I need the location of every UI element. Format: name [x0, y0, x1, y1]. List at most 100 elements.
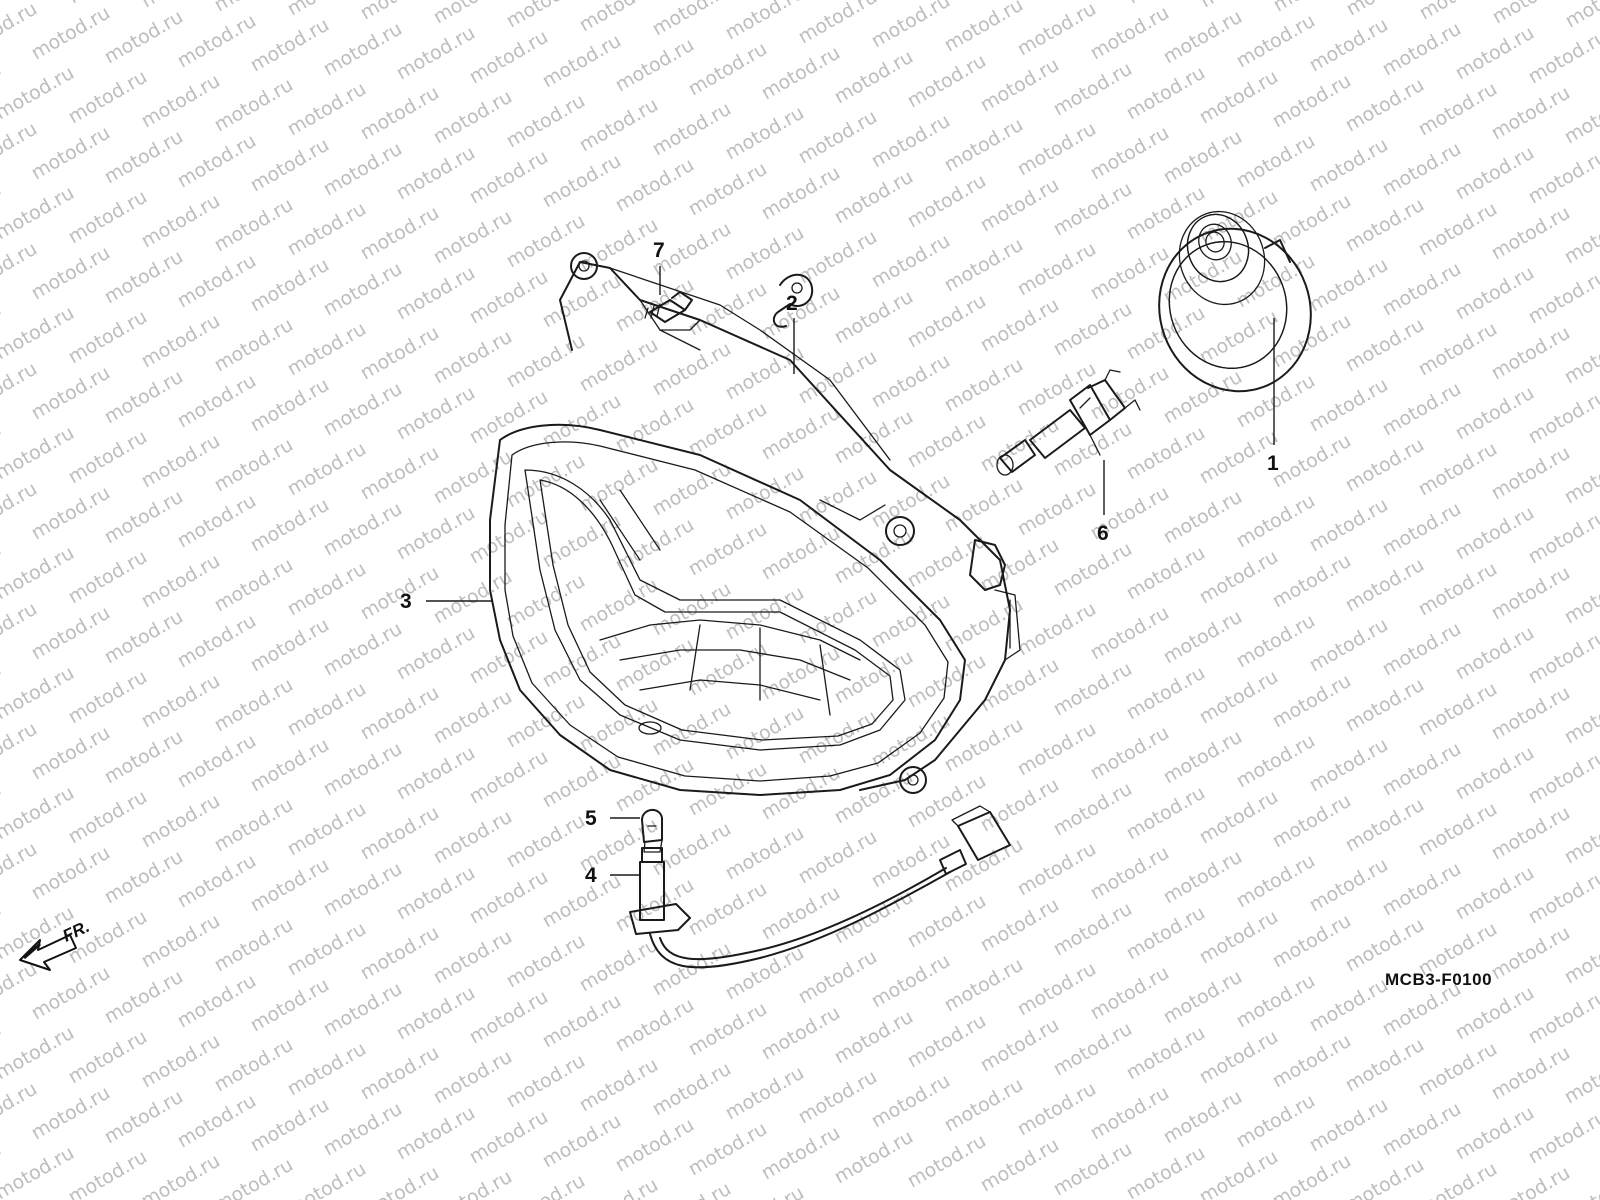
watermark-text: motod.ru — [320, 978, 406, 1041]
watermark-text: motod.ru — [211, 554, 297, 617]
watermark-text: motod.ru — [722, 1062, 808, 1125]
watermark-text: motod.ru — [539, 630, 625, 693]
watermark-text: motod.ru — [393, 382, 479, 445]
watermark-text: motod.ru — [1416, 0, 1502, 24]
watermark-text: motod.ru — [649, 0, 735, 40]
watermark-text: motod.ru — [1379, 498, 1465, 561]
watermark-text: motod.ru — [977, 654, 1063, 717]
watermark-text: motod.ru — [1269, 790, 1355, 853]
watermark-text: motod.ru — [1014, 118, 1100, 181]
watermark-text: motod.ru — [795, 586, 881, 649]
watermark-text: motod.ru — [1488, 922, 1574, 985]
watermark-text: motod.ru — [211, 74, 297, 137]
watermark-text: motod.ru — [1525, 386, 1600, 449]
watermark-text: motod.ru — [612, 154, 698, 217]
watermark-text: motod.ru — [1160, 1086, 1246, 1149]
watermark-text: motod.ru — [1488, 802, 1574, 865]
watermark-text: motod.ru — [65, 186, 151, 249]
watermark-text: motod.ru — [211, 1154, 297, 1200]
watermark-text: motod.ru — [284, 918, 370, 981]
watermark-text: motod.ru — [174, 10, 260, 73]
watermark-text: motod.ru — [174, 250, 260, 313]
watermark-text: motod.ru — [393, 142, 479, 205]
watermark-text: motod.ru — [174, 970, 260, 1033]
watermark-text: motod.ru — [612, 34, 698, 97]
watermark-text: motod.ru — [758, 42, 844, 105]
watermark-text: motod.ru — [1306, 614, 1392, 677]
watermark-text: motod.ru — [1233, 130, 1319, 193]
watermark-text: motod.ru — [1415, 438, 1501, 501]
watermark-text: motod.ru — [1123, 1022, 1209, 1085]
watermark-text: motod.ru — [393, 622, 479, 685]
watermark-text: motod.ru — [977, 1014, 1063, 1077]
watermark-text: motod.ru — [1379, 378, 1465, 441]
watermark-text: motod.ru — [138, 670, 224, 733]
watermark-text: motod.ru — [28, 122, 114, 185]
watermark-text: motod.ru — [685, 158, 771, 221]
callout-1: 1 — [1267, 452, 1279, 475]
watermark-text: motod.ru — [101, 486, 187, 549]
watermark-text: motod.ru — [1415, 318, 1501, 381]
watermark-text: motod.ru — [1525, 26, 1600, 89]
watermark-text: motod.ru — [977, 294, 1063, 357]
watermark-text: motod.ru — [1379, 258, 1465, 321]
watermark-text: motod.ru — [904, 50, 990, 113]
watermark-text: motod.ru — [1525, 986, 1600, 1049]
watermark-text: motod.ru — [722, 1182, 808, 1200]
watermark-text: motod.ru — [1014, 0, 1100, 60]
callout-2: 2 — [786, 292, 798, 315]
watermark-text: motod.ru — [576, 694, 662, 757]
watermark-text: motod.ru — [1488, 1042, 1574, 1105]
watermark-text: motod.ru — [320, 1098, 406, 1161]
watermark-text: motod.ru — [758, 1122, 844, 1185]
watermark-text: motod.ru — [247, 1094, 333, 1157]
watermark-text: motod.ru — [539, 870, 625, 933]
watermark-text: motod.ru — [1488, 82, 1574, 145]
watermark-text: motod.ru — [28, 962, 114, 1025]
watermark-text: motod.ru — [1160, 846, 1246, 909]
watermark-text: motod.ru — [430, 1166, 516, 1200]
watermark-text: motod.ru — [1269, 1030, 1355, 1093]
watermark-text: motod.ru — [795, 946, 881, 1009]
watermark-text: motod.ru — [284, 198, 370, 261]
watermark-text: motod.ru — [977, 1134, 1063, 1197]
watermark-text: motod.ru — [649, 98, 735, 161]
watermark-text: motod.ru — [1379, 618, 1465, 681]
watermark-text: motod.ru — [430, 806, 516, 869]
watermark-text: motod.ru — [247, 254, 333, 317]
callout-4: 4 — [585, 864, 597, 887]
watermark-text: motod.ru — [1233, 490, 1319, 553]
watermark-text: motod.ru — [868, 230, 954, 293]
watermark-text: motod.ru — [174, 490, 260, 553]
watermark-text: motod.ru — [357, 202, 443, 265]
watermark-text: motod.ru — [1342, 74, 1428, 137]
watermark-text: motod.ru — [685, 878, 771, 941]
watermark-text: motod.ru — [831, 166, 917, 229]
watermark-text: motod.ru — [320, 258, 406, 321]
watermark-text: motod.ru — [211, 1034, 297, 1097]
watermark-text: motod.ru — [466, 626, 552, 689]
watermark-text: motod.ru — [904, 290, 990, 353]
drawing-code: MCB3-F0100 — [1385, 970, 1492, 989]
watermark-text: motod.ru — [795, 1066, 881, 1129]
watermark-text: motod.ru — [393, 22, 479, 85]
watermark-text: motod.ru — [430, 686, 516, 749]
watermark-text: motod.ru — [466, 386, 552, 449]
watermark-text: motod.ru — [1306, 1094, 1392, 1157]
watermark-text: motod.ru — [1123, 902, 1209, 965]
watermark-text: motod.ru — [941, 594, 1027, 657]
watermark-text: motod.ru — [466, 986, 552, 1049]
watermark-text: motod.ru — [1160, 246, 1246, 309]
watermark-text: motod.ru — [1525, 746, 1600, 809]
watermark-text: motod.ru — [1050, 1018, 1136, 1081]
watermark-text: motod.ru — [284, 1038, 370, 1101]
watermark-text: motod.ru — [1452, 382, 1538, 445]
watermark-text: motod.ru — [1160, 366, 1246, 429]
watermark-text: motod.ru — [1014, 478, 1100, 541]
watermark-text: motod.ru — [1379, 18, 1465, 81]
watermark-text: motod.ru — [284, 0, 370, 20]
watermark-text: motod.ru — [247, 854, 333, 917]
watermark-text: motod.ru — [977, 894, 1063, 957]
watermark-text: motod.ru — [284, 78, 370, 141]
